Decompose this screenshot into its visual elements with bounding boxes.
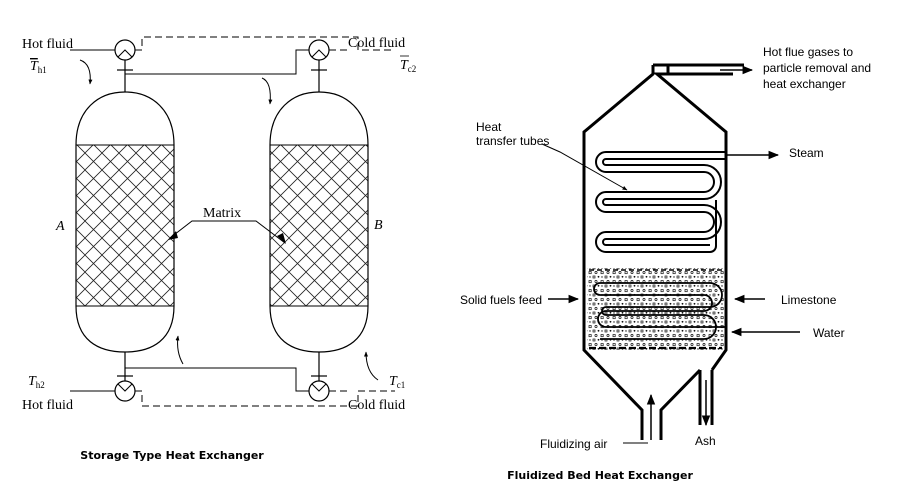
water-label: Water — [813, 326, 845, 340]
tc1-label: Tc1 — [389, 374, 405, 390]
th2-label: Th2 — [28, 374, 45, 390]
th1-label: Th1 — [30, 59, 47, 75]
solid-fuels-feed-label: Solid fuels feed — [460, 293, 542, 307]
bottom-piping — [70, 367, 395, 407]
matrix-label: Matrix — [203, 206, 241, 221]
hot-fluid-bottom-label: Hot fluid — [22, 398, 73, 413]
vessel-b — [269, 76, 369, 372]
cold-inlet-arrow — [364, 351, 379, 381]
flow-arrow-a-bottom — [175, 335, 184, 365]
fluidized-caption: Fluidized Bed Heat Exchanger — [507, 469, 693, 482]
steam-label: Steam — [789, 146, 824, 160]
vessel-b-label: B — [374, 218, 383, 233]
fluidized-bed — [587, 268, 724, 350]
top-piping — [70, 36, 395, 76]
cold-fluid-bottom-label: Cold fluid — [348, 398, 405, 413]
flue-gases-label-line3: heat exchanger — [763, 77, 846, 91]
storage-heat-exchanger: Hot fluid Th1 Cold fluid Tc2 A B Matrix … — [22, 36, 416, 462]
limestone-label: Limestone — [781, 293, 837, 307]
flue-gases-label-line2: particle removal and — [763, 61, 871, 75]
heat-transfer-tube-coil — [595, 151, 726, 253]
water-tube-coil — [593, 282, 726, 340]
hot-fluid-top-label: Hot fluid — [22, 37, 73, 52]
fluidizing-air-label: Fluidizing air — [540, 437, 607, 451]
heat-transfer-tubes-label-line1: Heat — [476, 120, 502, 134]
hot-inlet-arrow — [79, 59, 93, 85]
flow-arrow-b-top — [261, 77, 273, 105]
vessel-a-label: A — [55, 219, 65, 234]
heat-transfer-tubes-label-line2: transfer tubes — [476, 134, 549, 148]
cold-fluid-top-label: Cold fluid — [348, 36, 405, 51]
vessel-a — [75, 76, 175, 372]
heat-transfer-tubes-leader — [541, 143, 628, 191]
fluidized-bed-heat-exchanger: Hot flue gases to particle removal and h… — [460, 45, 871, 482]
matrix-leader — [169, 220, 286, 244]
storage-caption: Storage Type Heat Exchanger — [80, 449, 264, 462]
tc2-label: Tc2 — [400, 58, 416, 74]
ash-label: Ash — [695, 434, 716, 448]
flue-gases-label-line1: Hot flue gases to — [763, 45, 853, 59]
